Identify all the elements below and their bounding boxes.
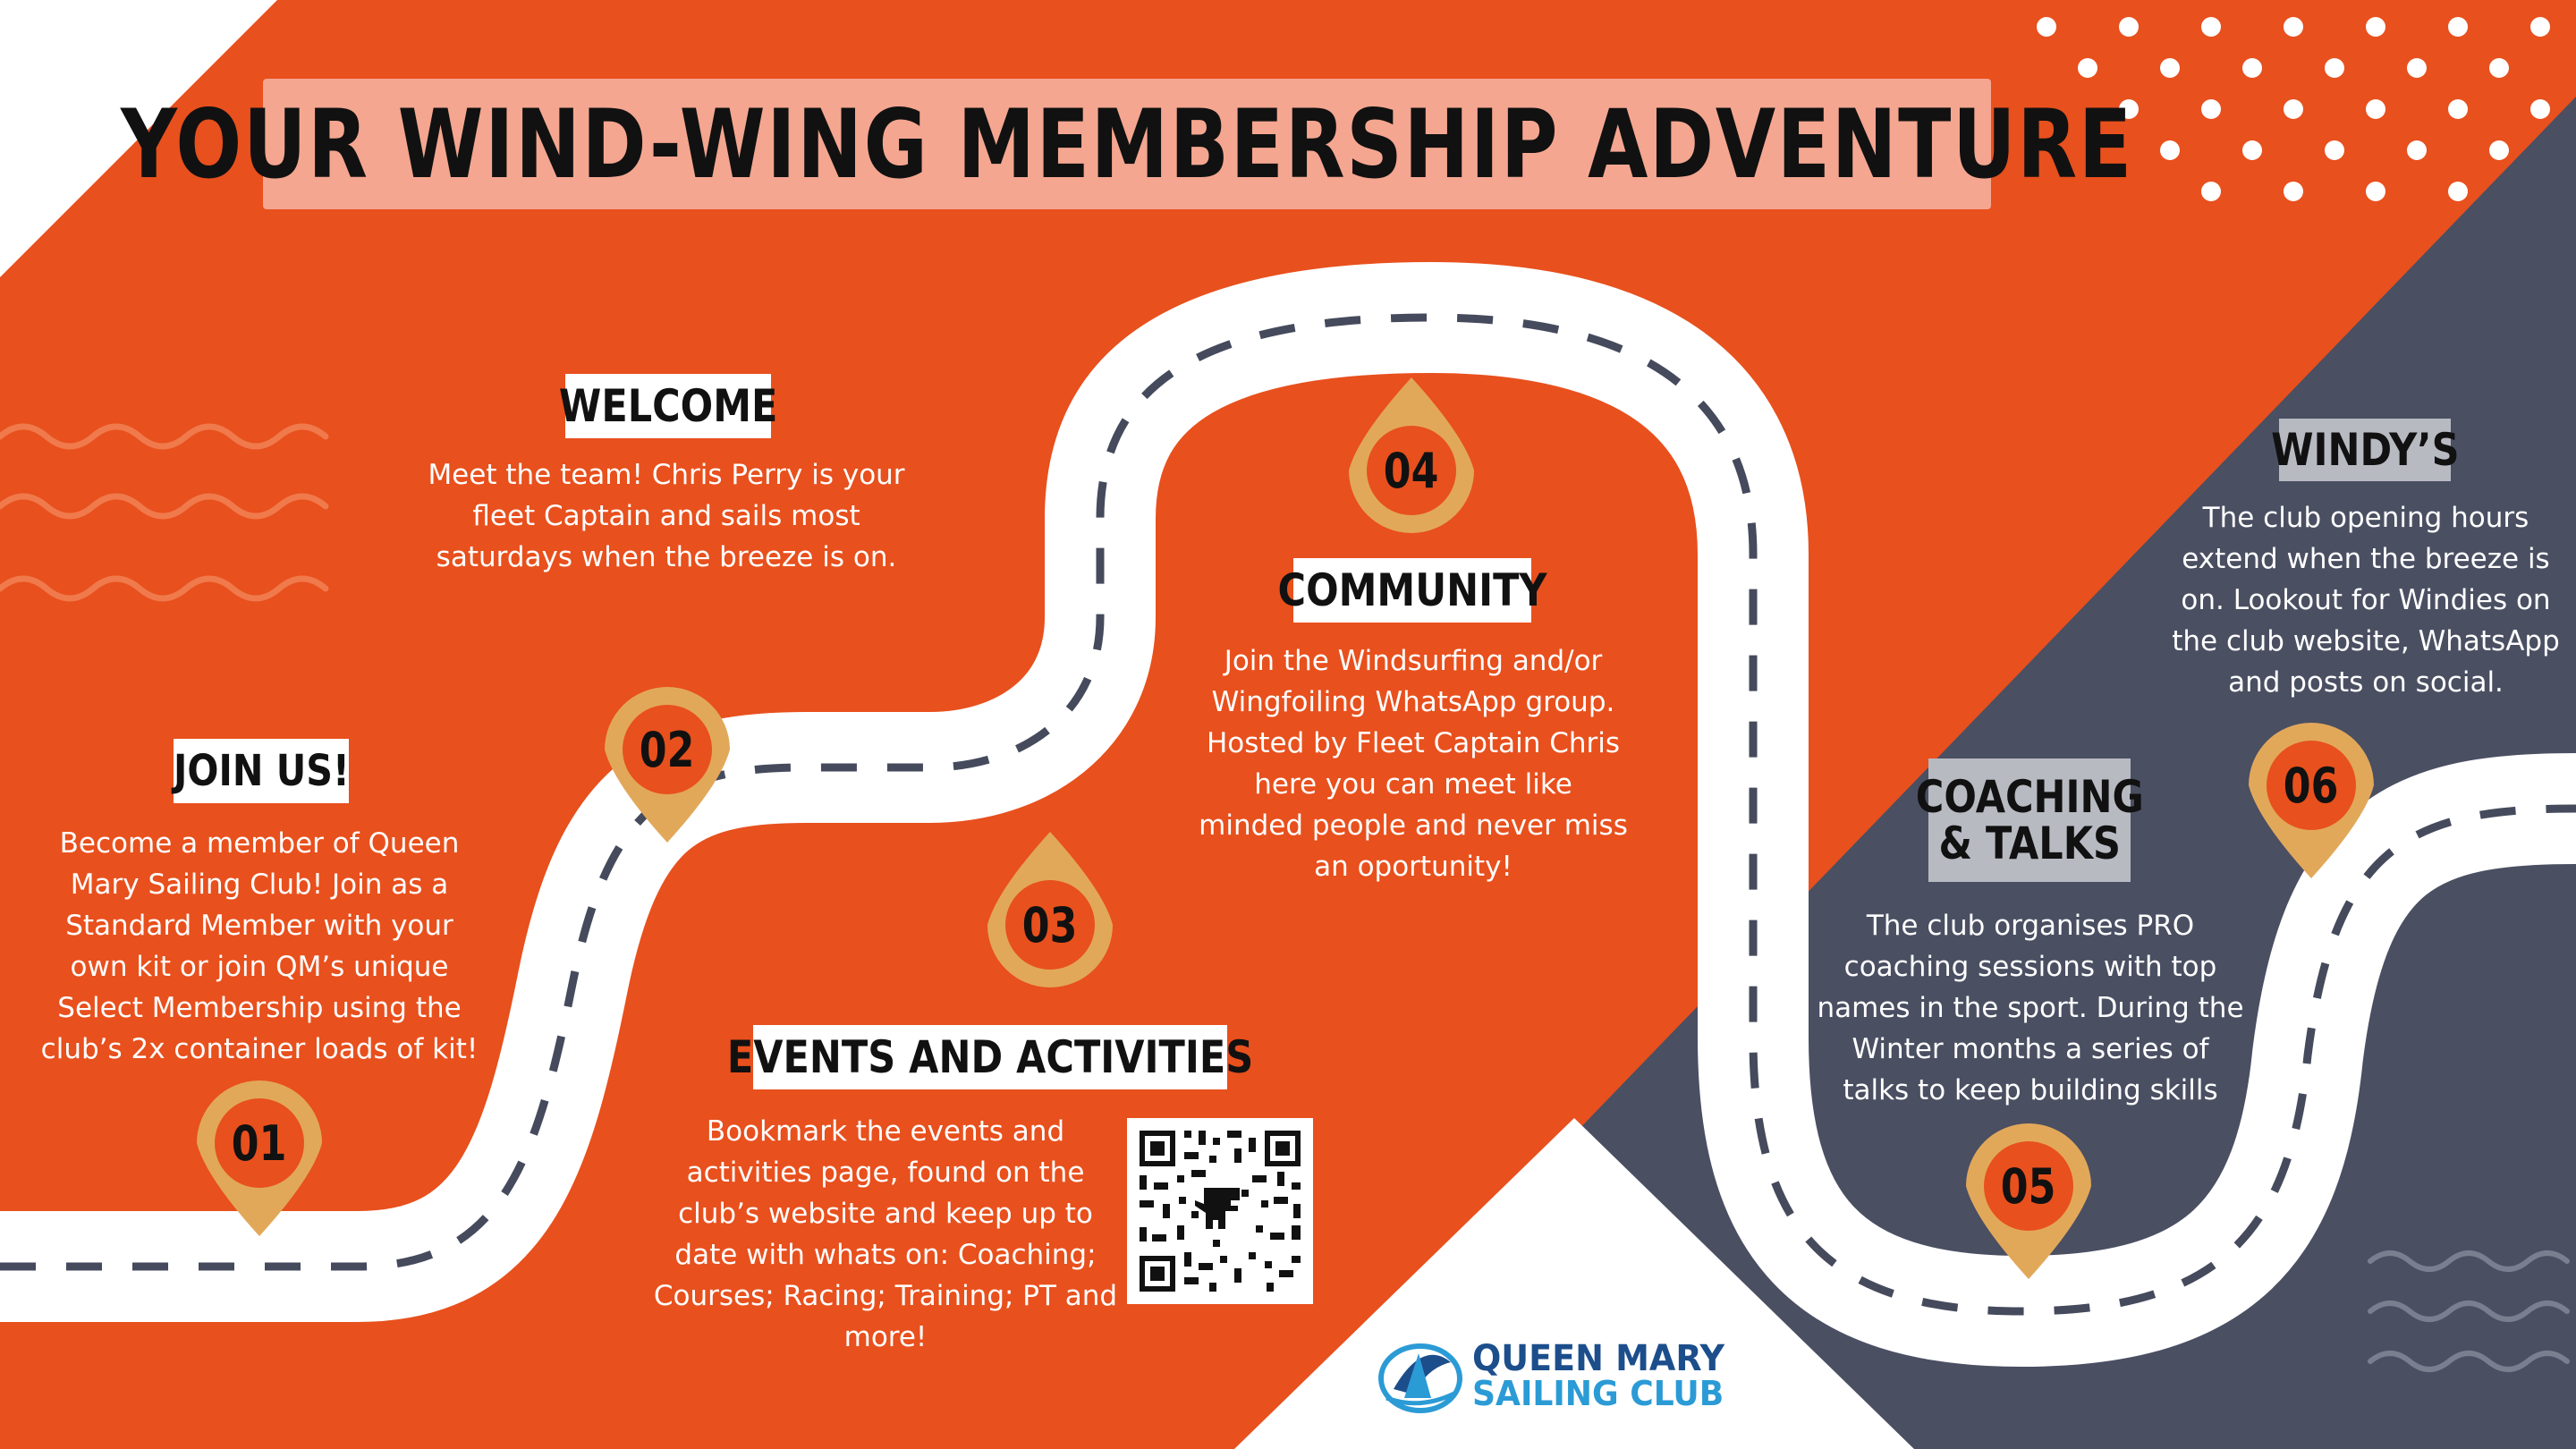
pin-03 [987, 832, 1113, 987]
step-02-body: Meet the team! Chris Perry is your fleet… [428, 459, 905, 573]
logo-line2: SAILING CLUB [1472, 1374, 1724, 1413]
step-03-heading: EVENTS AND ACTIVITIES [727, 1025, 1253, 1089]
step-01-body: Become a member of Queen Mary Sailing Cl… [40, 827, 479, 1065]
wave-lines-right [2368, 1250, 2570, 1372]
title-banner: YOUR WIND-WING MEMBERSHIP ADVENTURE [121, 79, 2131, 209]
pin-number-04: 04 [1384, 442, 1439, 499]
pin-number-05: 05 [2001, 1157, 2056, 1215]
qr-code-dinosaur-icon [1127, 1118, 1313, 1304]
sail-logo-icon [1378, 1343, 1462, 1413]
step-01-heading: JOIN US! [174, 739, 349, 803]
step-05-body: The club organises PRO coaching sessions… [1817, 910, 2244, 1106]
pin-02 [605, 687, 730, 843]
logo-line1: QUEEN MARY [1472, 1338, 1725, 1379]
pin-05 [1966, 1123, 2091, 1279]
step-04-heading: COMMUNITY [1277, 558, 1547, 623]
dots-pattern [2037, 17, 2550, 201]
page-title: YOUR WIND-WING MEMBERSHIP ADVENTURE [121, 89, 2133, 199]
pin-number-01: 01 [232, 1114, 287, 1172]
pin-number-02: 02 [640, 721, 695, 778]
qr-code[interactable] [1127, 1118, 1313, 1304]
step-03-body: Bookmark the events and activities page,… [653, 1115, 1118, 1353]
step-06-body: The club opening hours extend when the b… [2172, 502, 2560, 699]
pin-01 [197, 1080, 322, 1236]
pin-04 [1349, 377, 1474, 533]
step-05-heading: COACHING & TALKS [1915, 758, 2144, 882]
wave-lines-left [0, 423, 329, 602]
step-06-heading: WINDY’S [2271, 419, 2459, 481]
step-04-body: Join the Windsurfing and/or Wingfoiling … [1199, 645, 1628, 883]
pin-number-03: 03 [1022, 896, 1078, 953]
pin-06 [2249, 723, 2374, 878]
club-logo: QUEEN MARY SAILING CLUB [1377, 1335, 1771, 1417]
road-centerline [0, 313, 2576, 1316]
step-02-heading: WELCOME [559, 374, 777, 438]
pin-number-06: 06 [2284, 757, 2339, 814]
